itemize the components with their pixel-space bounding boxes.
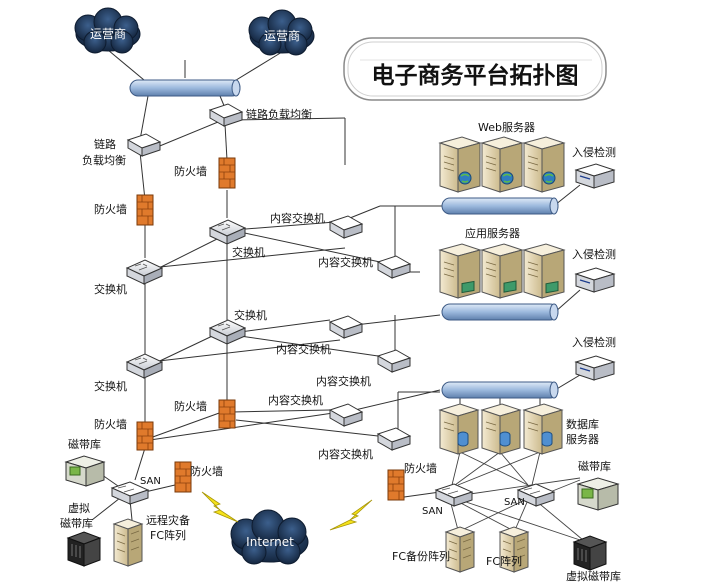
ids-3 xyxy=(574,355,616,381)
fc-array xyxy=(498,526,530,573)
tape-library-left xyxy=(64,455,106,487)
switch-left-1 xyxy=(125,259,164,285)
lb-left-label-1: 链路 xyxy=(94,137,116,151)
sw-right-2-label: 交换机 xyxy=(234,308,267,322)
vtl-left xyxy=(66,531,102,567)
switch-left-2 xyxy=(125,353,164,379)
cs-top-b-label: 内容交换机 xyxy=(318,255,373,269)
ids-3-label: 入侵检测 xyxy=(572,335,616,349)
cs-top-label: 内容交换机 xyxy=(270,211,325,225)
san-dc-left-label: SAN xyxy=(422,506,443,517)
vtl-left-label-2: 磁带库 xyxy=(60,517,93,530)
fw-dc-label: 防火墙 xyxy=(404,461,437,475)
web-server-3 xyxy=(522,136,566,193)
cs-mid-label: 内容交换机 xyxy=(276,342,331,356)
db-server-1 xyxy=(438,403,480,455)
firewall-left-bottom xyxy=(136,421,154,451)
content-switch-top-b xyxy=(376,255,412,279)
sw-right-1-label: 交换机 xyxy=(232,245,265,259)
top-bus xyxy=(129,79,241,97)
vtl-right xyxy=(572,535,608,571)
db-label-2: 服务器 xyxy=(566,433,599,446)
firewall-right-bottom xyxy=(218,399,236,429)
switch-right-1 xyxy=(208,219,247,245)
vtl-left-label-1: 虚拟 xyxy=(68,501,90,515)
app-server-3 xyxy=(522,243,566,299)
load-balancer-top xyxy=(208,103,244,127)
fw-left-label: 防火墙 xyxy=(94,202,127,216)
sw-left-1-label: 交换机 xyxy=(94,282,127,296)
content-switch-low-b xyxy=(376,427,412,451)
lb-top-label: 链路负载均衡 xyxy=(246,107,312,121)
isp-left-label: 运营商 xyxy=(90,26,126,41)
sw-left-2-label: 交换机 xyxy=(94,379,127,393)
content-switch-mid-b xyxy=(376,349,412,373)
tape-library-right xyxy=(576,477,620,511)
san-switch-dc-left xyxy=(434,483,474,507)
isp-cloud-left: 运营商 xyxy=(74,7,141,54)
title-box: 电子商务平台拓扑图 xyxy=(343,37,607,101)
cs-low-b-label: 内容交换机 xyxy=(318,447,373,461)
web-servers-label: Web服务器 xyxy=(478,121,535,134)
app-server-2 xyxy=(480,243,524,299)
remote-fc-array xyxy=(112,518,144,567)
app-bus xyxy=(441,303,559,321)
db-server-3 xyxy=(522,403,564,455)
san-dc-right-label: SAN xyxy=(504,497,525,508)
fc-backup-array xyxy=(444,526,476,573)
web-bus xyxy=(441,197,559,215)
content-switch-mid xyxy=(328,315,364,339)
san-switch-left xyxy=(110,481,150,505)
lb-left-label-2: 负载均衡 xyxy=(82,153,126,167)
content-switch-top xyxy=(328,215,364,239)
fc-backup-label: FC备份阵列 xyxy=(392,549,450,563)
internet-label: Internet xyxy=(246,535,294,549)
firewall-top-right xyxy=(218,157,236,189)
cs-low-label: 内容交换机 xyxy=(268,393,323,407)
lightning-left xyxy=(201,491,239,523)
fw-right-bottom-label: 防火墙 xyxy=(174,399,207,413)
isp-cloud-right: 运营商 xyxy=(248,9,315,56)
san-switch-dc-right xyxy=(516,483,556,507)
app-server-1 xyxy=(438,243,482,299)
db-server-2 xyxy=(480,403,522,455)
fw-top-right-label: 防火墙 xyxy=(174,164,207,178)
ids-2 xyxy=(574,267,616,293)
ids-2-label: 入侵检测 xyxy=(572,247,616,261)
firewall-dc xyxy=(387,469,405,501)
san-left-label: SAN xyxy=(140,476,161,487)
remote-label-2: FC阵列 xyxy=(150,528,186,542)
fw-remote-label: 防火墙 xyxy=(190,464,223,478)
firewall-remote xyxy=(174,461,192,493)
fw-left-bottom-label: 防火墙 xyxy=(94,417,127,431)
cs-mid-b-label: 内容交换机 xyxy=(316,374,371,388)
internet-cloud: Internet xyxy=(230,509,309,565)
web-server-1 xyxy=(438,136,482,193)
ids-1-label: 入侵检测 xyxy=(572,145,616,159)
lightning-right xyxy=(329,499,373,531)
app-servers-label: 应用服务器 xyxy=(465,226,520,240)
vtl-right-label: 虚拟磁带库 xyxy=(566,569,621,583)
isp-right-label: 运营商 xyxy=(264,28,300,43)
remote-label-1: 远程灾备 xyxy=(146,513,190,527)
load-balancer-left xyxy=(126,133,162,157)
switch-right-2 xyxy=(208,319,247,345)
db-bus xyxy=(441,381,559,399)
diagram-title: 电子商务平台拓扑图 xyxy=(372,62,579,89)
firewall-left xyxy=(136,194,154,226)
tape-right-label: 磁带库 xyxy=(578,460,611,473)
db-label-1: 数据库 xyxy=(566,417,599,431)
web-server-2 xyxy=(480,136,524,193)
tape-left-label: 磁带库 xyxy=(68,438,101,451)
fc-array-label: FC阵列 xyxy=(486,554,522,568)
ids-1 xyxy=(574,163,616,189)
content-switch-low xyxy=(328,403,364,427)
